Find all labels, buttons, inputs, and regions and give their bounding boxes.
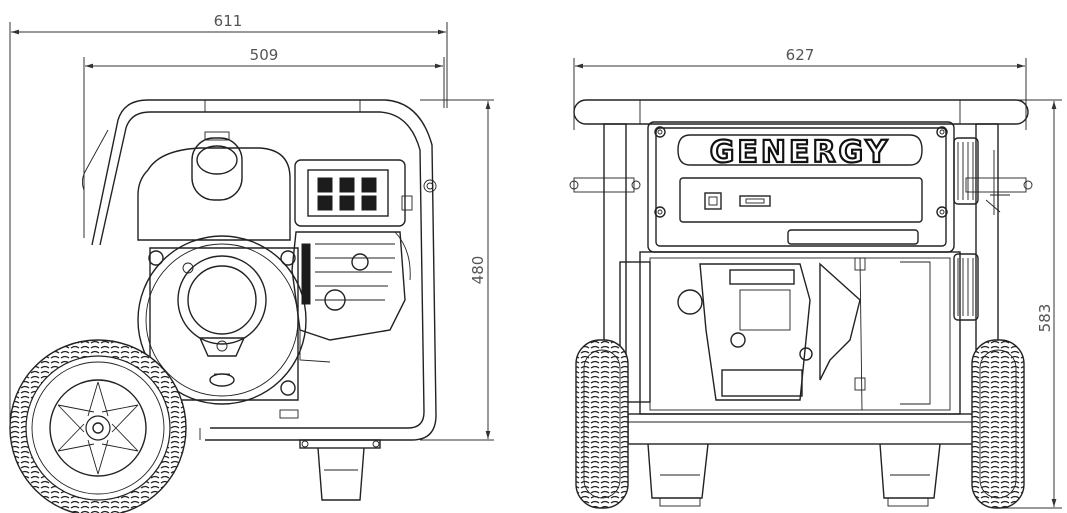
wheel-front-left bbox=[575, 339, 629, 509]
dimension-label-480: 480 bbox=[469, 256, 487, 285]
dimension-height-480: 480 bbox=[420, 99, 494, 441]
base-frame bbox=[627, 413, 975, 507]
front-view: 627 583 GENE bbox=[569, 46, 1062, 509]
dimension-overall-width: 611 bbox=[9, 12, 448, 425]
dimension-label-583: 583 bbox=[1036, 304, 1054, 333]
wheel-front-right bbox=[971, 339, 1025, 509]
dimension-label-611: 611 bbox=[214, 12, 243, 30]
pump-housing bbox=[137, 131, 307, 405]
control-panel: GENERGY bbox=[647, 121, 955, 253]
dimension-frame-width: 509 bbox=[83, 46, 445, 238]
wheel-left-view bbox=[9, 339, 187, 513]
dimension-label-627: 627 bbox=[786, 46, 815, 64]
dimension-label-509: 509 bbox=[250, 46, 279, 64]
engine-block bbox=[291, 159, 413, 363]
dimension-width-627: 627 bbox=[573, 46, 1027, 130]
frame-tube bbox=[81, 99, 437, 441]
side-pulleys bbox=[953, 137, 1010, 321]
side-view: 611 509 480 bbox=[9, 12, 494, 513]
handle-bar bbox=[573, 99, 1029, 125]
base-skid bbox=[199, 409, 381, 501]
brand-logo: GENERGY bbox=[710, 135, 891, 170]
engine-bay bbox=[619, 251, 961, 415]
